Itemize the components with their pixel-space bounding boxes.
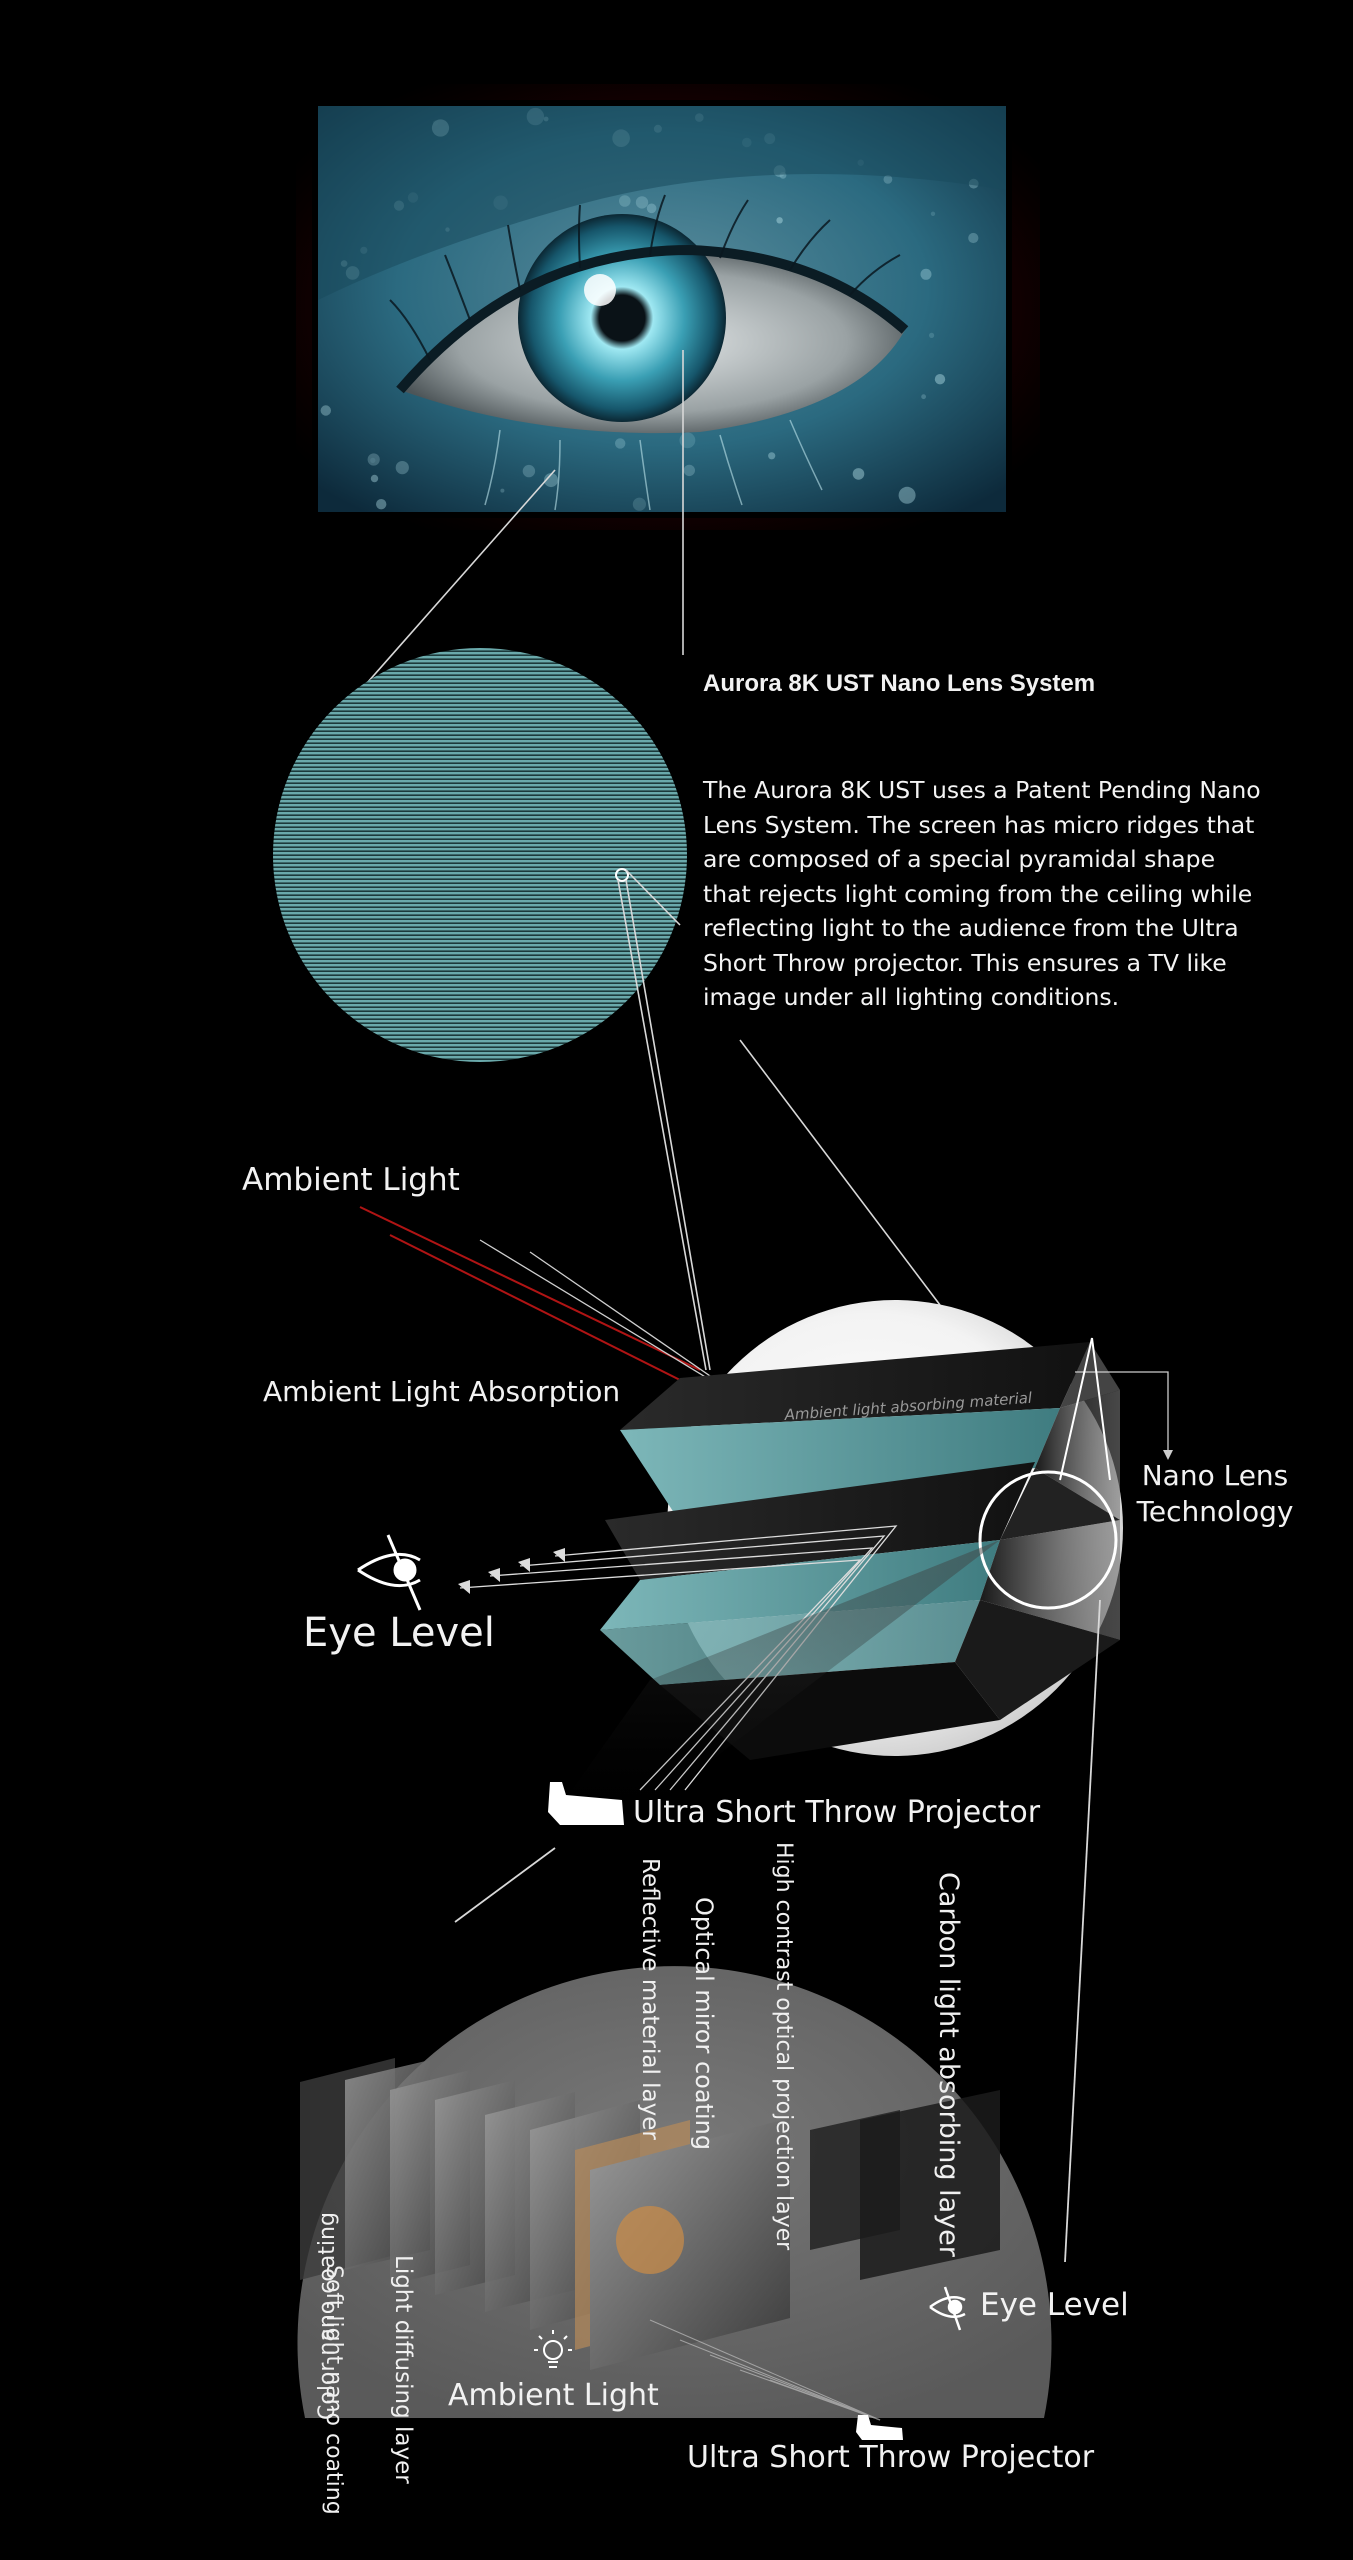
bokeh-dot <box>898 486 916 504</box>
projector-icon-small <box>856 2415 903 2440</box>
bulb-icon <box>534 2330 572 2368</box>
bokeh-dot <box>544 473 558 488</box>
projection-screen <box>296 84 1040 530</box>
bokeh-dot <box>395 461 409 475</box>
bokeh-dot <box>679 432 696 449</box>
bokeh-dot <box>921 394 926 400</box>
nano-lens-magnified-circle <box>273 648 687 1062</box>
eye-icon <box>357 1534 422 1611</box>
tiger-photo <box>616 2206 684 2274</box>
bokeh-dot <box>320 405 331 416</box>
layer-label-7: Carbon light absorbing layer <box>933 1872 964 2257</box>
bokeh-dot <box>370 457 376 463</box>
eye-icon-small <box>929 2286 966 2331</box>
nano-lens-highlight-circle <box>978 1470 1118 1610</box>
ridge-structure-diagram: Ambient light absorbing material <box>357 1206 1173 1830</box>
bokeh-dot <box>500 488 505 493</box>
magnify-point <box>615 868 629 882</box>
bokeh-dot <box>852 468 865 480</box>
eye-level-label: Eye Level <box>303 1610 495 1656</box>
bokeh-dot <box>883 175 893 184</box>
ambient-light-label: Ambient Light <box>242 1162 460 1198</box>
bokeh-dot <box>920 268 932 280</box>
section-title: Aurora 8K UST Nano Lens System <box>703 670 1096 697</box>
bokeh-dot <box>930 211 936 216</box>
eye-iris <box>518 214 726 422</box>
bokeh-dot <box>522 464 536 478</box>
layer-label-6: High contrast optical projection layer <box>771 1842 796 2251</box>
section-description: The Aurora 8K UST uses a Patent Pending … <box>703 776 1261 1011</box>
ambient-absorption-label: Ambient Light Absorption <box>263 1375 621 1408</box>
layer-label-3: Light diffusing layer <box>390 2255 416 2484</box>
layer-label-4: Reflective material layer <box>637 1858 663 2140</box>
bokeh-dot <box>635 196 649 209</box>
layer-label-5: Optical miror coating <box>690 1897 718 2151</box>
eye-closeup-photo <box>318 106 1006 512</box>
bokeh-dot <box>370 474 379 483</box>
nano-lens-label: Nano Lens Technology <box>1136 1459 1294 1528</box>
bokeh-dot <box>968 232 979 244</box>
zoom-connector-lines-2 <box>617 869 941 1371</box>
zoom-connector-lines-3 <box>454 1599 1101 2263</box>
bokeh-dot <box>929 332 935 338</box>
bokeh-dot <box>619 195 631 207</box>
zoom-connector-lines <box>344 350 684 709</box>
bokeh-dot <box>646 203 657 214</box>
bokeh-dot <box>683 464 695 477</box>
bokeh-dot <box>776 217 783 224</box>
projector-label: Ultra Short Throw Projector <box>633 1795 1041 1830</box>
bokeh-dot <box>615 438 626 449</box>
projector-label-bottom: Ultra Short Throw Projector <box>687 2440 1095 2475</box>
bokeh-dot <box>376 499 387 510</box>
bokeh-dot <box>768 452 776 460</box>
bokeh-dot <box>934 374 946 385</box>
layer-label-2: Soft light nano coating <box>321 2265 346 2515</box>
ambient-light-label-bottom: Ambient Light <box>448 2378 659 2413</box>
projector-icon <box>548 1782 624 1825</box>
screen-layers-diagram <box>297 1966 1052 2470</box>
bokeh-dot <box>367 453 380 466</box>
bokeh-dot <box>632 497 647 511</box>
layer-stack <box>300 2058 1000 2370</box>
eye-level-label-bottom: Eye Level <box>980 2287 1129 2323</box>
